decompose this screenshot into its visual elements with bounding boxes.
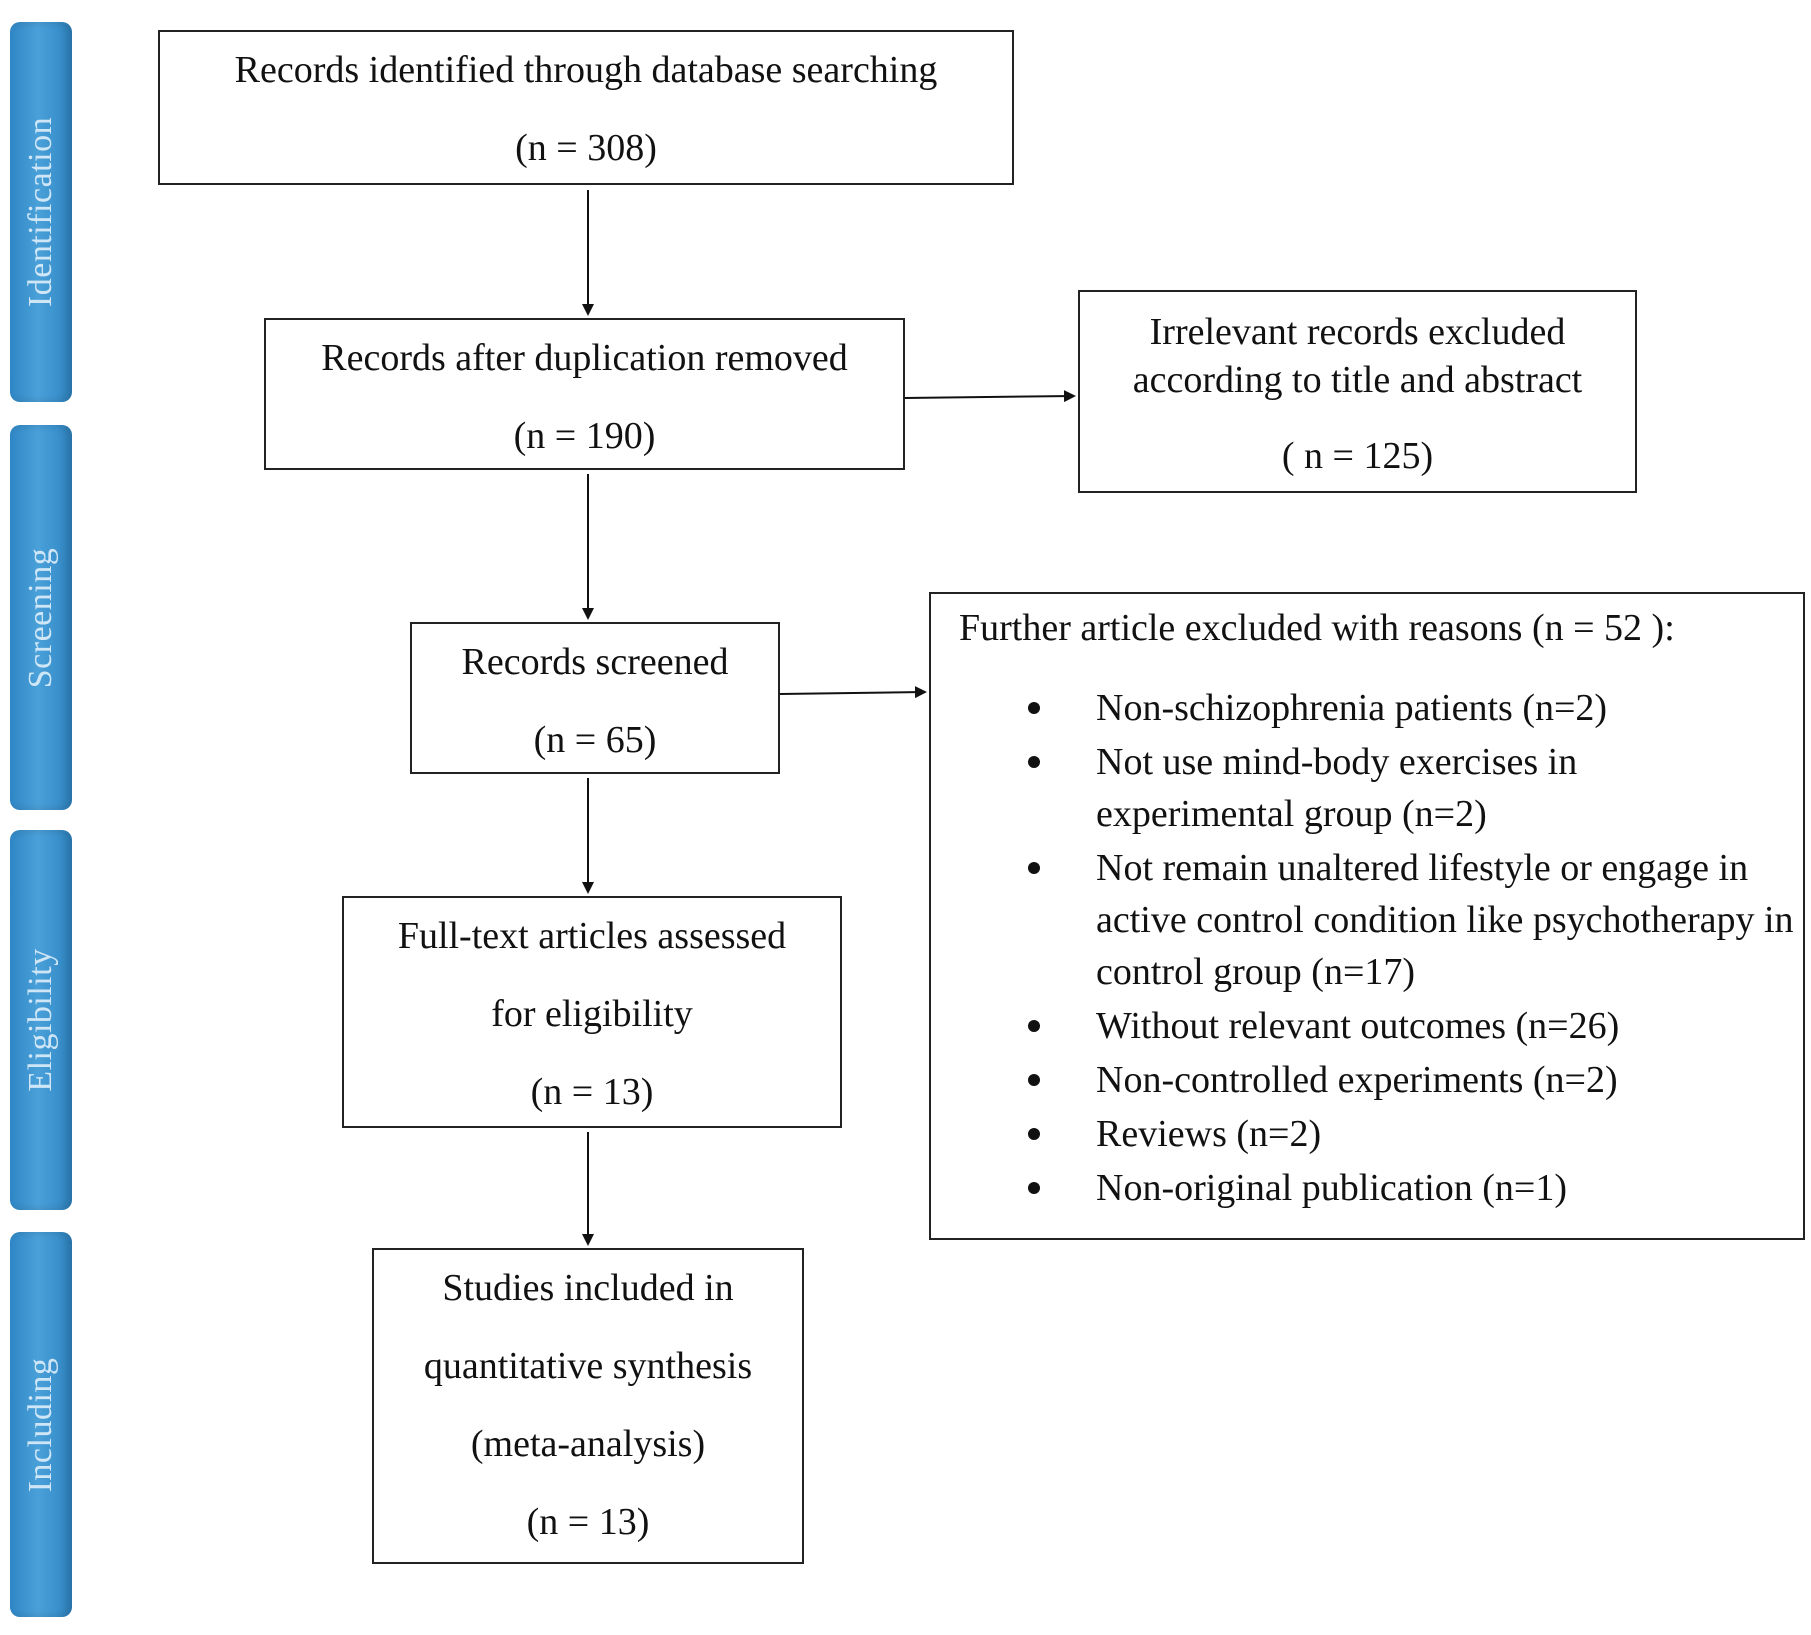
further-excluded-box: Further article excluded with reasons (n… — [929, 592, 1805, 1240]
fulltext-assessed-box: Full-text articles assessed for eligibil… — [342, 896, 842, 1128]
fulltext-assessed-label-1: Full-text articles assessed — [397, 915, 787, 957]
irrelevant-excluded-label-1: Irrelevant records excluded — [1149, 311, 1566, 353]
further-excluded-heading: Further article excluded with reasons (n… — [959, 607, 1675, 649]
exclusion-reason-item: Non-schizophrenia patients (n=2) — [931, 682, 1803, 734]
exclusion-reason-text: Not use mind-body exercises in experimen… — [1096, 741, 1578, 835]
bullet-icon — [1028, 1182, 1040, 1194]
studies-included-box: Studies included in quantitative synthes… — [372, 1248, 804, 1564]
bullet-icon — [1028, 1074, 1040, 1086]
stage-eligibility: Eligibility — [10, 830, 72, 1210]
exclusion-reason-text: Reviews (n=2) — [1096, 1113, 1322, 1155]
bullet-icon — [1028, 702, 1040, 714]
records-screened-count: (n = 65) — [533, 719, 657, 761]
exclusion-reason-text: Non-schizophrenia patients (n=2) — [1096, 687, 1608, 729]
records-deduplicated-label: Records after duplication removed — [321, 337, 848, 379]
records-identified-box: Records identified through database sear… — [158, 30, 1014, 185]
studies-included-label-3: (meta-analysis) — [470, 1423, 706, 1465]
stage-including: Including — [10, 1232, 72, 1617]
arrow-deduplicated-to-irrelevant — [904, 390, 1076, 403]
exclusion-reason-item: Non-original publication (n=1) — [931, 1162, 1803, 1214]
exclusion-reason-item: Without relevant outcomes (n=26) — [931, 1000, 1803, 1052]
exclusion-reason-text: Non-original publication (n=1) — [1096, 1167, 1567, 1209]
exclusion-reason-text: Non-controlled experiments (n=2) — [1096, 1059, 1618, 1101]
arrow-screened-to-reasons — [779, 686, 927, 699]
bullet-icon — [1028, 756, 1040, 768]
bullet-icon — [1028, 1020, 1040, 1032]
records-deduplicated-box: Records after duplication removed (n = 1… — [264, 318, 905, 470]
irrelevant-excluded-box: Irrelevant records excluded according to… — [1078, 290, 1637, 493]
fulltext-assessed-count: (n = 13) — [530, 1071, 654, 1113]
exclusion-reason-item: Not use mind-body exercises in experimen… — [931, 736, 1803, 840]
irrelevant-excluded-label-2: according to title and abstract — [1132, 359, 1583, 401]
records-screened-box: Records screened (n = 65) — [410, 622, 780, 774]
records-screened-label: Records screened — [461, 641, 729, 683]
irrelevant-excluded-count: ( n = 125) — [1281, 435, 1434, 477]
stage-identification: Identification — [10, 22, 72, 402]
studies-included-label-1: Studies included in — [442, 1267, 734, 1309]
stage-screening: Screening — [10, 425, 72, 810]
bullet-icon — [1028, 862, 1040, 874]
exclusion-reasons-list: Non-schizophrenia patients (n=2) Not use… — [931, 682, 1803, 1214]
fulltext-assessed-label-2: for eligibility — [491, 993, 693, 1035]
exclusion-reason-item: Not remain unaltered lifestyle or engage… — [931, 842, 1803, 998]
exclusion-reason-text: Not remain unaltered lifestyle or engage… — [1096, 847, 1794, 993]
records-identified-count: (n = 308) — [515, 127, 657, 169]
studies-included-label-2: quantitative synthesis — [423, 1345, 753, 1387]
exclusion-reason-item: Reviews (n=2) — [931, 1108, 1803, 1160]
exclusion-reason-item: Non-controlled experiments (n=2) — [931, 1054, 1803, 1106]
exclusion-reason-text: Without relevant outcomes (n=26) — [1096, 1005, 1620, 1047]
studies-included-count: (n = 13) — [526, 1501, 650, 1543]
bullet-icon — [1028, 1128, 1040, 1140]
records-deduplicated-count: (n = 190) — [513, 415, 656, 457]
records-identified-label: Records identified through database sear… — [234, 49, 938, 91]
